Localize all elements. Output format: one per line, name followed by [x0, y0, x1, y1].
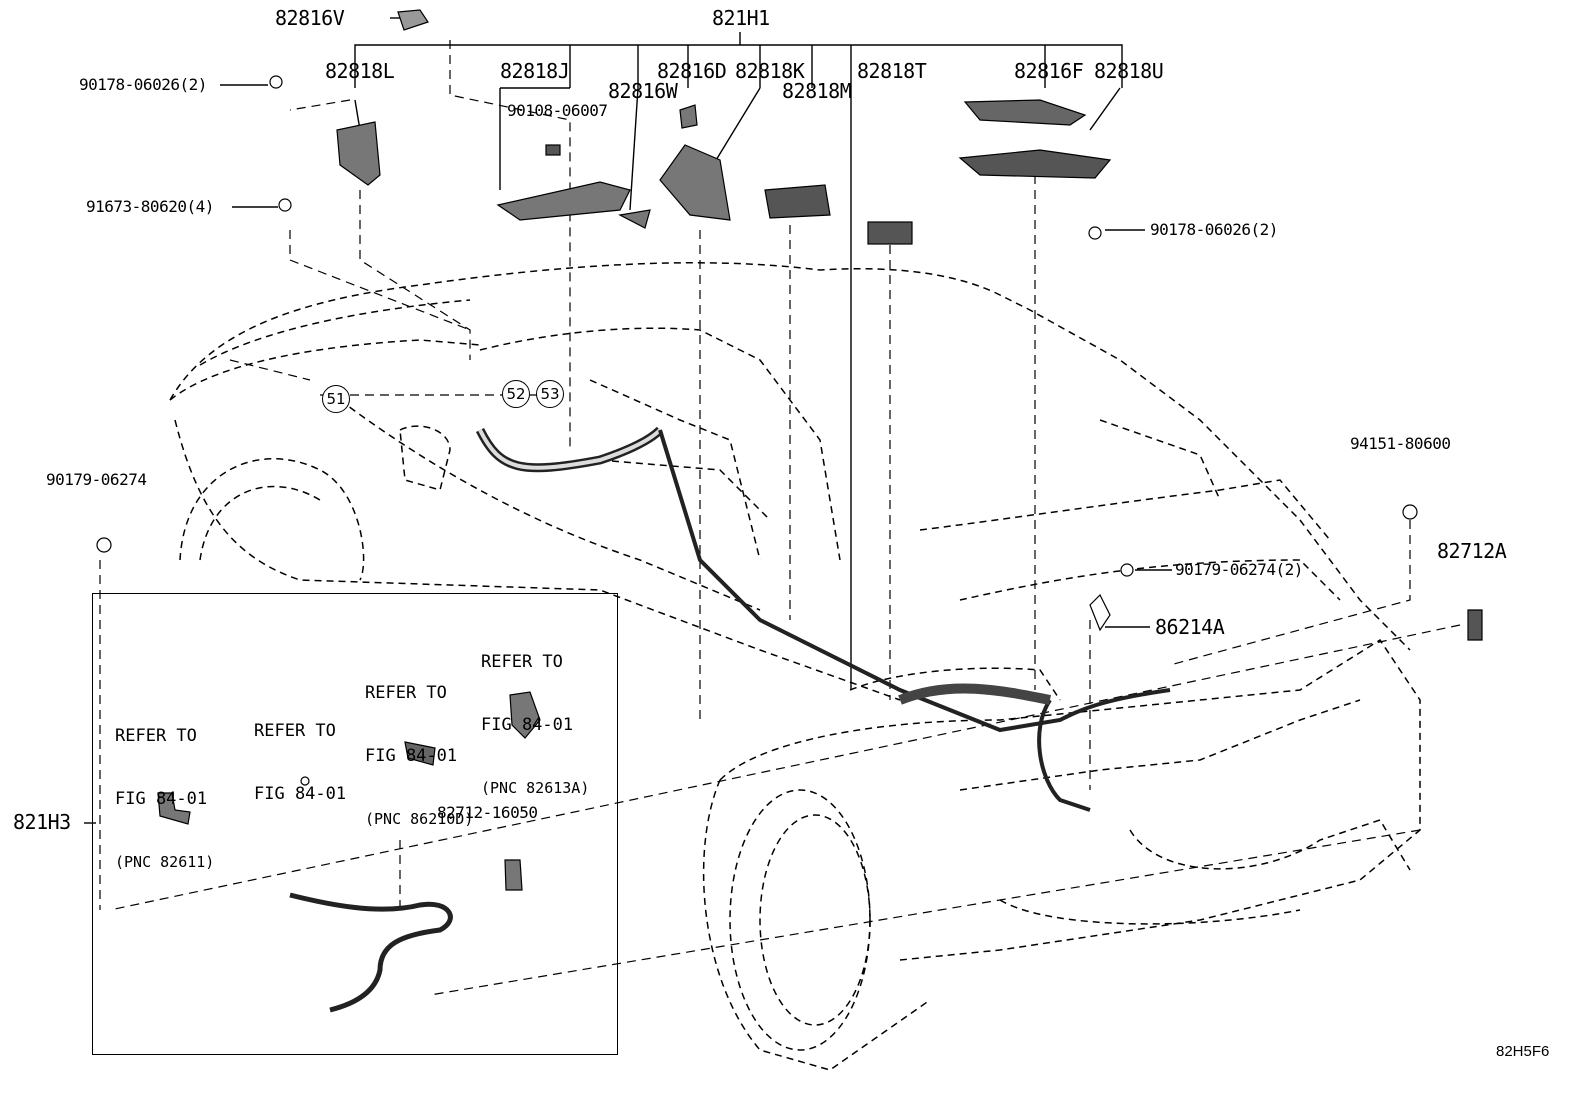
refer-note-line1: REFER TO [481, 652, 563, 672]
refer-note-pnc: (PNC 82613A) [481, 779, 590, 797]
callout-53: 53 [536, 380, 564, 408]
label-86214A: 86214A [1155, 615, 1225, 639]
refer-note-fig-84-01: REFER TO FIG 84-01 [254, 679, 346, 826]
label-82818K: 82818K [735, 59, 805, 83]
refer-note-pnc: (PNC 86210D) [365, 810, 474, 828]
refer-note-line1: REFER TO [365, 683, 447, 703]
label-82818T: 82818T [857, 59, 927, 83]
label-821H1: 821H1 [712, 6, 770, 30]
refer-note-line2: FIG 84-01 [254, 784, 347, 804]
label-91673-80620: 91673-80620(4) [86, 197, 214, 216]
label-82818L: 82818L [325, 59, 395, 83]
refer-note-line2: FIG 84-01 [115, 789, 208, 809]
sub-assembly-inset-box [92, 593, 618, 1055]
callout-51: 51 [322, 385, 350, 413]
label-82712A: 82712A [1437, 539, 1507, 563]
label-82816V: 82816V [275, 6, 345, 30]
part-shapes [96, 9, 1483, 1013]
refer-note-line2: FIG 84-01 [365, 746, 458, 766]
refer-note-pnc-82611: REFER TO FIG 84-01 (PNC 82611) [115, 684, 214, 894]
label-90108-06007: 90108-06007 [507, 101, 608, 120]
label-82818U: 82818U [1094, 59, 1164, 83]
label-90178-06026-left: 90178-06026(2) [79, 75, 207, 94]
label-82712-16050: 82712-16050 [437, 803, 538, 822]
refer-note-pnc: (PNC 82611) [115, 853, 215, 871]
label-82816W: 82816W [608, 79, 678, 103]
label-82818J: 82818J [500, 59, 570, 83]
label-90178-06026-right: 90178-06026(2) [1150, 220, 1278, 239]
label-90179-06274-2: 90179-06274(2) [1175, 560, 1303, 579]
leader-solid-lines [84, 17, 1172, 824]
refer-note-line1: REFER TO [254, 721, 336, 741]
label-94151-80600: 94151-80600 [1350, 434, 1451, 453]
callout-52: 52 [502, 380, 530, 408]
wire-harness [475, 426, 1171, 812]
refer-note-pnc-82613a: REFER TO FIG 84-01 (PNC 82613A) [481, 610, 589, 820]
label-82816D: 82816D [657, 59, 727, 83]
label-90179-06274: 90179-06274 [46, 470, 147, 489]
label-82816F: 82816F [1014, 59, 1084, 83]
label-821H3: 821H3 [13, 810, 71, 834]
diagram-code: 82H5F6 [1496, 1043, 1550, 1060]
refer-note-line2: FIG 84-01 [481, 715, 574, 735]
refer-note-pnc-86210d: REFER TO FIG 84-01 (PNC 86210D) [365, 641, 473, 851]
refer-note-line1: REFER TO [115, 726, 197, 746]
label-82818M: 82818M [782, 79, 852, 103]
vehicle-outline [169, 262, 1421, 1071]
